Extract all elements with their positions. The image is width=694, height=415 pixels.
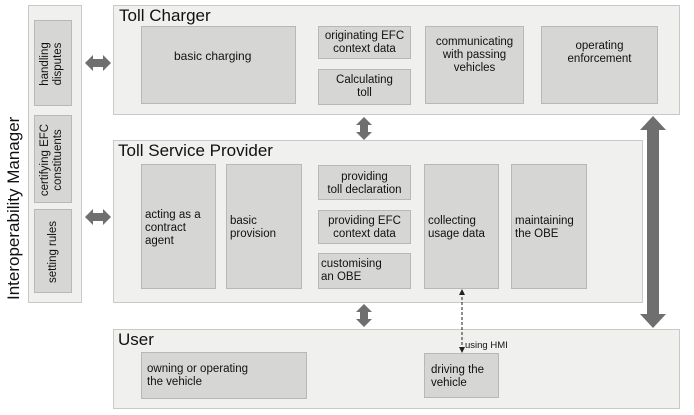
efc-context-line1: providing EFC	[328, 215, 401, 227]
collecting-usage-box: collecting usage data	[424, 164, 499, 289]
owning-vehicle-box: owning or operating the vehicle	[141, 352, 307, 399]
certifying-efc-box: certifying EFC constituents	[34, 115, 72, 203]
driving-vehicle-line1: driving the	[431, 364, 485, 376]
operating-enforcement-line1: operating	[575, 40, 624, 52]
originating-efc-box: originating EFC context data	[318, 26, 411, 59]
contract-agent-line1: acting as a	[145, 209, 201, 221]
originating-efc-line2: context data	[333, 43, 396, 55]
efc-context-line2: context data	[333, 228, 396, 240]
owning-vehicle-line2: the vehicle	[147, 376, 202, 388]
im-toll-charger-arrow	[85, 55, 111, 71]
using-hmi-connector	[459, 289, 465, 353]
communicating-box: communicating with passing vehicles	[425, 26, 524, 104]
collecting-usage-line2: usage data	[428, 228, 485, 240]
communicating-line2: with passing	[442, 49, 507, 61]
customising-obe-line1: customising	[321, 258, 382, 270]
user-title: User	[118, 330, 154, 349]
efc-context-box: providing EFC context data	[318, 210, 411, 244]
contract-agent-line3: agent	[145, 235, 174, 247]
using-hmi-label: using HMI	[465, 340, 508, 351]
handling-disputes-box: handling disputes	[34, 20, 72, 106]
collecting-usage-line1: collecting	[428, 215, 476, 227]
calculating-toll-line2: toll	[357, 87, 372, 99]
operating-enforcement-line2: enforcement	[567, 53, 632, 65]
basic-charging-label: basic charging	[174, 49, 252, 63]
setting-rules-box: setting rules	[34, 209, 72, 293]
toll-declaration-line1: providing	[341, 171, 388, 183]
operating-enforcement-box: operating enforcement	[541, 26, 658, 104]
communicating-line3: vehicles	[453, 62, 496, 74]
maintaining-obe-line1: maintaining	[515, 215, 574, 227]
toll-charger-user-arrow	[640, 116, 666, 328]
tsp-user-arrow	[356, 304, 372, 327]
contract-agent-box: acting as a contract agent	[141, 164, 216, 289]
calculating-toll-box: Calculating toll	[318, 69, 411, 105]
basic-provision-box: basic provision	[226, 164, 302, 289]
toll-declaration-box: providing toll declaration	[318, 165, 411, 200]
contract-agent-line2: contract	[145, 222, 186, 234]
toll-declaration-line2: toll declaration	[327, 184, 402, 196]
toll-charger-tsp-arrow	[356, 117, 372, 140]
owning-vehicle-line1: owning or operating	[147, 363, 249, 375]
driving-vehicle-line2: vehicle	[431, 377, 467, 389]
originating-efc-line1: originating EFC	[324, 30, 405, 42]
calculating-toll-line1: Calculating	[336, 74, 393, 86]
communicating-line1: communicating	[435, 36, 514, 48]
maintaining-obe-line2: the OBE	[515, 228, 559, 240]
customising-obe-box: customising an OBE	[318, 253, 411, 289]
driving-vehicle-box: driving the vehicle	[424, 353, 499, 398]
toll-service-provider-title: Toll Service Provider	[118, 141, 273, 160]
basic-charging-box: basic charging	[141, 26, 296, 104]
im-tsp-arrow	[85, 209, 111, 225]
customising-obe-line2: an OBE	[321, 271, 362, 283]
maintaining-obe-box: maintaining the OBE	[511, 164, 587, 289]
basic-provision-line2: provision	[230, 228, 277, 240]
toll-charger-title: Toll Charger	[119, 6, 211, 25]
basic-provision-line1: basic	[230, 215, 257, 227]
